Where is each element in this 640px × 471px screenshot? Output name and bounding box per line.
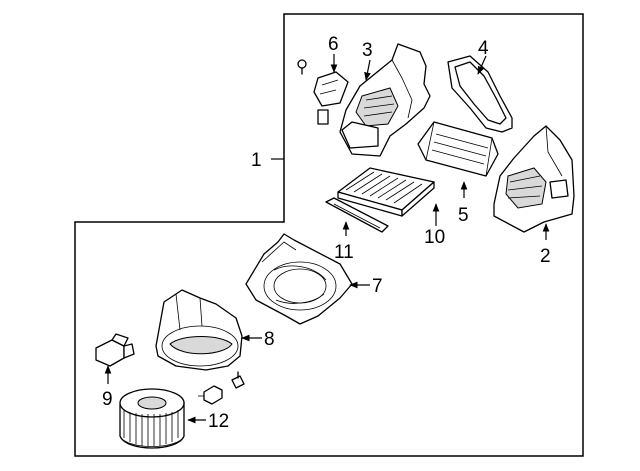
callout-3: 3 <box>362 40 373 61</box>
callout-6: 6 <box>328 34 339 55</box>
assembly-frame <box>74 13 584 457</box>
part-8-scroll-case: 8 <box>155 289 275 371</box>
part-10-cabin-filter: 10 <box>337 167 445 248</box>
callout-12: 12 <box>208 411 229 432</box>
part-6-bracket: 6 <box>297 34 349 125</box>
part-11-filter-cover: 11 <box>325 197 389 263</box>
callout-4: 4 <box>478 38 489 59</box>
callout-9: 9 <box>102 389 113 410</box>
part-4-seal: 4 <box>447 38 513 133</box>
callout-2: 2 <box>540 246 551 267</box>
callout-5: 5 <box>458 205 469 226</box>
callout-7: 7 <box>372 276 383 297</box>
part-9-resistor: 9 <box>95 333 135 410</box>
part-7-fan-housing: 7 <box>245 233 383 325</box>
callout-11: 11 <box>334 242 354 263</box>
part-3-intake-duct: 3 <box>339 40 431 157</box>
part-2-blower-case: 2 <box>493 125 575 267</box>
callout-1: 1 <box>251 150 262 171</box>
part-5-filter-housing: 5 <box>417 121 499 226</box>
callout-8: 8 <box>264 329 275 350</box>
callout-1-group: 1 <box>251 150 284 171</box>
callout-10: 10 <box>424 227 445 248</box>
part-12-blower-motor: 12 <box>119 388 229 449</box>
small-hardware <box>198 371 245 405</box>
